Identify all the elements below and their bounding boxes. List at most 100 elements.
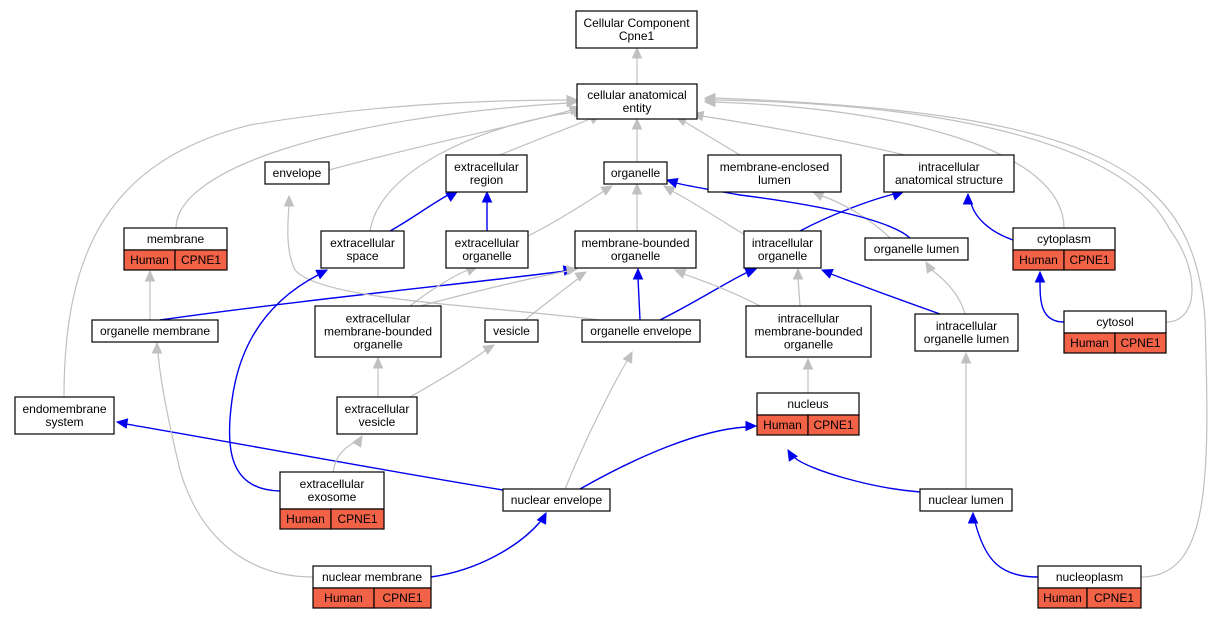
node-intmbo-box[interactable] (745, 305, 872, 358)
node-mel-box[interactable] (707, 154, 842, 193)
node-orgenv-box[interactable] (581, 319, 701, 343)
edge-nucleoplasm-nuclumen (967, 511, 1039, 578)
node-cytoplasm-species-label: Human (1019, 253, 1058, 267)
node-nucleus-gene-label: CPNE1 (813, 418, 853, 432)
edge-orgenv-exspace-arrowhead (283, 194, 295, 207)
edge-ias-cae (691, 110, 906, 156)
node-root-box[interactable] (575, 10, 698, 49)
edge-orgmem-membrane-arrowhead (144, 269, 156, 282)
node-exreg-box[interactable] (445, 154, 528, 193)
node-vesicle-box[interactable] (484, 319, 539, 343)
edge-nucmem-nucenv (430, 511, 547, 578)
node-exorg-box[interactable] (445, 230, 529, 269)
edge-intorg-organelle-arrowhead (662, 185, 676, 196)
edge-endo-cae (63, 94, 579, 398)
node-vesicle[interactable]: vesicle (484, 319, 539, 343)
node-nucenv[interactable]: nuclear envelope (502, 488, 611, 512)
node-endo-box[interactable] (14, 396, 115, 435)
node-orglumen-box[interactable] (864, 237, 969, 261)
node-exmbo-box[interactable] (314, 305, 442, 358)
edge-orgenv-mbo-arrowhead (632, 267, 644, 280)
edge-nucleus-intmbo-arrowhead (802, 357, 814, 370)
edge-intorglumen-orglumen-arrowhead (925, 260, 936, 274)
node-organelle-box[interactable] (603, 161, 668, 185)
node-mel-label-1: lumen (758, 173, 791, 187)
node-nuclumen-box[interactable] (919, 488, 1013, 512)
edge-exmbo-mbo (419, 265, 579, 307)
node-intorglumen-box[interactable] (914, 313, 1019, 352)
edge-orgenv-intorg-arrowhead (744, 267, 758, 278)
node-exspace-box[interactable] (320, 230, 405, 269)
node-exves-label-1: vesicle (359, 415, 396, 429)
edge-intmbo-intorg (792, 267, 804, 307)
node-cae-label-0: cellular anatomical (587, 88, 686, 102)
node-cae-box[interactable] (576, 83, 698, 120)
edge-intorglumen-intorg (820, 268, 941, 315)
edge-intorglumen-orglumen (925, 260, 966, 315)
node-exosome-species-label: Human (286, 512, 325, 526)
edge-nuclumen-nucleus-arrowhead (787, 448, 798, 462)
node-mbo-box[interactable] (574, 230, 697, 269)
node-root-label-1: Cpne1 (619, 29, 655, 43)
node-envelope-box[interactable] (264, 161, 330, 185)
edge-exspace-exreg-arrowhead (445, 191, 459, 202)
node-organelle[interactable]: organelle (603, 161, 668, 185)
edge-cytoplasm-ias (962, 192, 1014, 241)
node-orgmem-box[interactable] (91, 319, 219, 343)
edge-orgenv-exspace (283, 194, 601, 321)
node-organelle-label-0: organelle (611, 166, 661, 180)
edge-mbo-organelle (631, 182, 643, 231)
edge-orglumen-mel-arrowhead (811, 191, 825, 202)
node-nucleoplasm-species-label: Human (1043, 591, 1082, 605)
edge-nucenv-endo (115, 418, 504, 491)
edge-nuclumen-intorglumen-arrowhead (960, 351, 972, 364)
node-exreg-label-1: region (470, 173, 503, 187)
node-orgmem-label-0: organelle membrane (100, 324, 210, 338)
edge-nucleus-intmbo (802, 357, 814, 393)
node-root-label-0: Cellular Component (583, 16, 690, 30)
node-nuclumen[interactable]: nuclear lumen (919, 488, 1013, 512)
node-orglumen[interactable]: organelle lumen (864, 237, 969, 261)
edge-exosome-exspace-arrowhead (315, 269, 329, 280)
edge-exosome-exspace (228, 269, 329, 492)
edge-intorg-organelle (662, 185, 751, 239)
node-nucleoplasm-gene-label: CPNE1 (1094, 591, 1134, 605)
node-membrane-species-label: Human (130, 253, 169, 267)
node-exves-box[interactable] (336, 396, 418, 435)
node-nucmem-gene-label: CPNE1 (382, 591, 422, 605)
node-intorg-box[interactable] (743, 230, 822, 269)
edge-nucenv-nucleus-arrowhead (745, 420, 758, 432)
node-orgenv-label-0: organelle envelope (590, 324, 692, 338)
node-ias-box[interactable] (883, 154, 1015, 193)
node-orgmem[interactable]: organelle membrane (91, 319, 219, 343)
node-endo-label-0: endomembrane (22, 402, 106, 416)
node-nucenv-label-0: nuclear envelope (511, 493, 603, 507)
node-nucenv-box[interactable] (502, 488, 611, 512)
node-exspace-label-1: space (346, 249, 378, 263)
node-intmbo-label-0: intracellular (778, 312, 839, 326)
node-orgenv[interactable]: organelle envelope (581, 319, 701, 343)
node-envelope[interactable]: envelope (264, 161, 330, 185)
edge-exves-exmbo-arrowhead (372, 356, 384, 369)
